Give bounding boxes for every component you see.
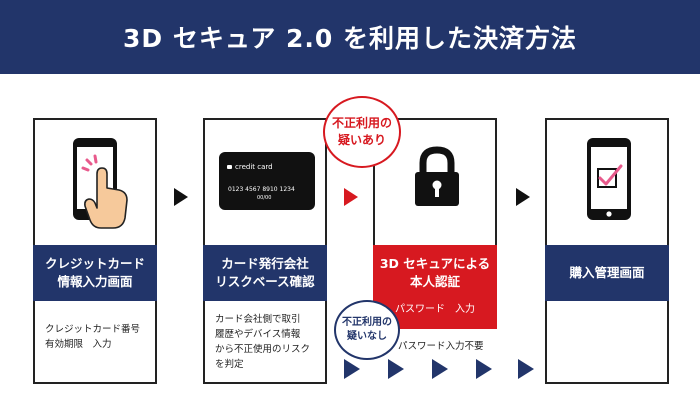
step-risk-check-band: カード発行会社 リスクベース確認 — [203, 245, 327, 301]
step-risk-check-note-line4: を判定 — [215, 359, 244, 370]
flow-arrow-suspicious — [344, 188, 358, 206]
lock-icon — [415, 146, 459, 206]
bypass-arrow — [432, 359, 448, 379]
credit-card-number: 0123 4567 8910 1234 — [228, 186, 295, 193]
no-password-label: パスワード入力不要 — [398, 341, 484, 352]
suspicious-bubble: 不正利用の 疑いあり — [323, 96, 401, 168]
clear-bubble-line1: 不正利用の — [342, 317, 392, 328]
step-3ds-auth-title-line1: 3D セキュアによる — [379, 256, 491, 271]
credit-card-expiry: 00/00 — [257, 195, 272, 201]
flow-arrow — [174, 188, 188, 206]
step-risk-check: credit card 0123 4567 8910 1234 00/00 カー… — [203, 118, 327, 384]
suspicious-bubble-line1: 不正利用の — [331, 116, 392, 130]
step-card-input-title-line2: 情報入力画面 — [57, 274, 133, 289]
step-purchase-management: 購入管理画面 — [545, 118, 669, 384]
step-card-input-note-line2: 有効期限 入力 — [45, 339, 112, 350]
step-3ds-auth-password-input: パスワード 入力 — [395, 304, 475, 315]
step-3ds-auth: 3D セキュアによる 本人認証 パスワード 入力 — [373, 118, 497, 329]
step-risk-check-note-line3: から不正使用のリスク — [215, 344, 311, 355]
clear-bubble-line2: 疑いなし — [347, 331, 387, 342]
bypass-arrow — [476, 359, 492, 379]
card-chip-icon — [227, 165, 232, 169]
step-card-input-note: クレジットカード番号 有効期限 入力 — [45, 322, 140, 352]
credit-card-label: credit card — [235, 163, 273, 171]
step-risk-check-note: カード会社側で取引 履歴やデバイス情報 から不正使用のリスク を判定 — [215, 312, 310, 372]
clear-bubble: 不正利用の 疑いなし — [334, 300, 400, 360]
step-card-input: クレジットカード 情報入力画面 クレジットカード番号 有効期限 入力 — [33, 118, 157, 384]
phone-touch-icon — [73, 138, 128, 229]
bypass-arrow — [388, 359, 404, 379]
suspicious-bubble-line2: 疑いあり — [337, 133, 386, 147]
bypass-arrow — [518, 359, 534, 379]
step-3ds-auth-title-line2: 本人認証 — [409, 274, 460, 289]
step-purchase-management-band: 購入管理画面 — [545, 245, 669, 301]
step-risk-check-title-line1: カード発行会社 — [221, 256, 309, 271]
page-title: 3D セキュア 2.0 を利用した決済方法 — [122, 24, 578, 53]
header-banner: 3D セキュア 2.0 を利用した決済方法 — [0, 0, 700, 74]
step-risk-check-note-line2: 履歴やデバイス情報 — [215, 329, 301, 340]
step-purchase-management-title: 購入管理画面 — [569, 265, 645, 280]
step-card-input-title-line1: クレジットカード — [44, 256, 145, 271]
step-card-input-note-line1: クレジットカード番号 — [45, 324, 141, 335]
step-risk-check-note-line1: カード会社側で取引 — [215, 314, 301, 325]
flow-arrow — [516, 188, 530, 206]
phone-check-icon — [587, 138, 631, 220]
step-3ds-auth-band: 3D セキュアによる 本人認証 パスワード 入力 — [373, 245, 497, 329]
step-card-input-band: クレジットカード 情報入力画面 — [33, 245, 157, 301]
step-risk-check-title-line2: リスクベース確認 — [215, 274, 315, 289]
credit-card-graphic: credit card 0123 4567 8910 1234 00/00 — [219, 152, 315, 210]
bypass-arrow — [344, 359, 360, 379]
